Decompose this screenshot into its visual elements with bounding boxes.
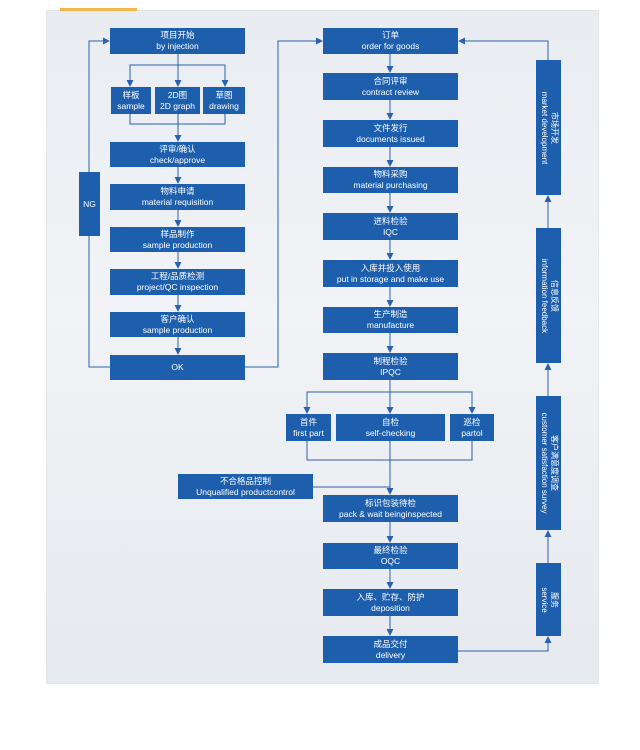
material-purchasing-zh: 物料采购 [373,169,408,179]
ipqc-en: IPQC [380,366,401,377]
manufacture-en: manufacture [366,320,415,330]
deposition-zh: 入库、贮存、防护 [356,591,425,602]
first-part-box: 首件 first part [286,414,331,441]
drawing-box: 草图 drawing [203,87,245,114]
2d-graph-box: 2D图 2D graph [155,87,200,114]
unqualified-control-en: Unqualified productcontrol [196,486,295,497]
2d-graph-en: 2D graph [160,100,195,111]
storage-zh: 入库并投入使用 [360,262,421,273]
sample-production-en: sample production [142,239,213,250]
ipqc-zh: 制程检验 [373,355,408,366]
market-development-en: market development [539,91,549,164]
pack-wait-box: 标识包装待检 pack & wait beinginspected [323,495,458,522]
diagram-background [46,10,599,684]
documents-issued-en: documents issued [356,133,425,144]
delivery-zh: 成品交付 [373,638,408,649]
storage-box: 入库并投入使用 put in storage and make use [323,260,458,287]
order-box: 订单 order for goods [323,28,458,54]
documents-issued-box: 文件发行 documents issued [323,120,458,147]
deposition-en: deposition [371,602,410,613]
contract-review-en: contract review [361,86,420,97]
customer-confirm-en: sample production [142,324,213,335]
unqualified-control-zh: 不合格品控制 [219,475,271,486]
storage-en: put in storage and make use [336,273,445,284]
manufacture-box: 生产制造 manufacture [323,307,458,333]
iqc-box: 进料检验 IQC [323,213,458,240]
2d-graph-zh: 2D图 [167,89,188,100]
start-box: 项目开始 by injection [110,28,245,54]
self-checking-en: self-checking [365,427,416,438]
patrol-box: 巡检 partol [450,414,494,441]
qc-inspection-zh: 工程/品质检测 [150,271,205,281]
check-approve-en: check/approve [149,154,206,165]
check-approve-zh: 评审/确认 [159,143,196,154]
sample-zh: 样板 [122,89,140,100]
ok-box: OK [110,355,245,380]
customer-confirm-box: 客户确认 sample production [110,312,245,337]
market-development-box: 市场开发 market development [536,60,561,195]
delivery-en: delivery [375,649,406,660]
qc-inspection-box: 工程/品质检测 project/QC inspection [110,269,245,295]
material-purchasing-en: material purchasing [353,180,428,190]
satisfaction-survey-box: 客户满意度调查 customer satisfaction survey [536,396,561,530]
material-purchasing-box: 物料采购 material purchasing [323,167,458,193]
material-requisition-zh: 物料申请 [160,186,195,196]
sample-production-zh: 样品制作 [160,228,195,239]
drawing-en: drawing [209,100,239,111]
unqualified-control-box: 不合格品控制 Unqualified productcontrol [178,474,313,499]
material-requisition-box: 物料申请 material requisition [110,184,245,210]
sample-en: sample [117,100,145,111]
ok-label: OK [171,362,184,372]
documents-issued-zh: 文件发行 [373,122,408,133]
ipqc-box: 制程检验 IPQC [323,353,458,380]
oqc-zh: 最终检验 [373,545,408,555]
order-zh: 订单 [381,30,399,40]
information-feedback-en: information feedback [539,258,549,333]
check-approve-box: 评审/确认 check/approve [110,142,245,167]
order-en: order for goods [361,41,420,51]
self-checking-zh: 自检 [381,416,399,427]
accent-bar [60,8,137,11]
contract-review-box: 合同评审 contract review [323,73,458,100]
qc-inspection-en: project/QC inspection [136,282,219,292]
satisfaction-survey-en: customer satisfaction survey [539,412,549,514]
manufacture-zh: 生产制造 [373,309,408,319]
drawing-zh: 草图 [215,89,233,100]
material-requisition-en: material requisition [141,197,214,207]
service-en: service [539,586,549,613]
patrol-zh: 巡检 [463,416,481,427]
contract-review-zh: 合同评审 [373,75,408,86]
iqc-en: IQC [382,226,399,237]
deposition-box: 入库、贮存、防护 deposition [323,589,458,616]
oqc-box: 最终检验 OQC [323,543,458,569]
customer-confirm-zh: 客户确认 [160,313,195,324]
pack-wait-en: pack & wait beinginspected [338,508,442,519]
sample-production-box: 样品制作 sample production [110,227,245,252]
iqc-zh: 进料检验 [373,215,408,226]
information-feedback-box: 信息反馈 information feedback [536,228,561,363]
information-feedback-zh: 信息反馈 [549,279,559,312]
service-box: 服务 service [536,563,561,636]
first-part-en: first part [293,427,324,438]
sample-box: 样板 sample [111,87,151,114]
first-part-zh: 首件 [299,416,317,427]
start-en: by injection [156,41,199,51]
start-zh: 项目开始 [160,30,195,40]
oqc-en: OQC [380,556,401,566]
ng-label: NG [83,198,96,209]
pack-wait-zh: 标识包装待检 [364,497,416,508]
market-development-zh: 市场开发 [549,111,559,144]
service-zh: 服务 [549,591,559,608]
self-checking-box: 自检 self-checking [336,414,445,441]
delivery-box: 成品交付 delivery [323,636,458,663]
ng-box: NG [79,172,100,236]
satisfaction-survey-zh: 客户满意度调查 [549,435,559,491]
patrol-en: partol [461,427,483,438]
